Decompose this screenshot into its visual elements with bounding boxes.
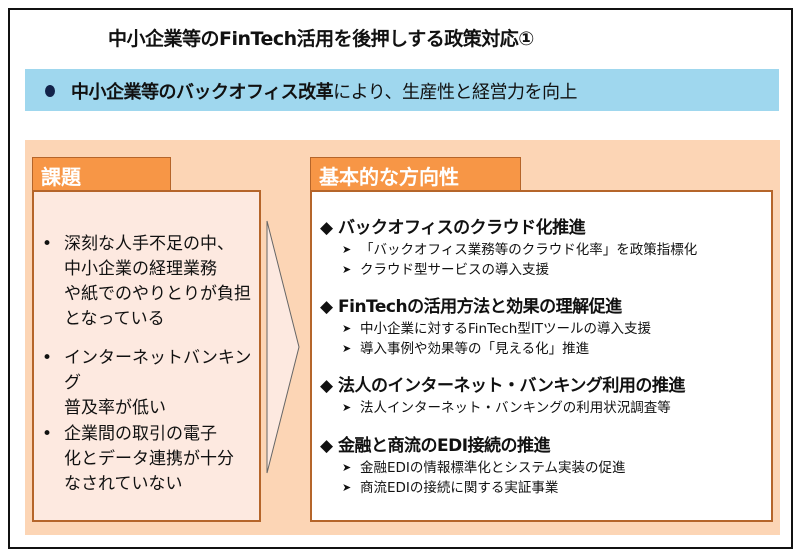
issue-line: や紙でのやりとりが負担	[64, 284, 251, 304]
direction-section: ◆ 金融と商流のEDI接続の推進 ➤金融EDIの情報標準化とシステム実装の促進 …	[320, 434, 626, 498]
section-heading: バックオフィスのクラウド化推進	[338, 218, 586, 238]
diamond-icon: ◆	[320, 376, 338, 396]
arrowhead-icon: ➤	[342, 401, 352, 414]
arrowhead-icon: ➤	[342, 322, 352, 335]
issue-line: 深刻な人手不足の中、	[64, 234, 234, 254]
issue-line: インターネットバンキング	[64, 348, 252, 393]
slide-frame	[8, 8, 793, 549]
bullet-icon: •	[42, 424, 53, 444]
issue-item: • インターネットバンキング 普及率が低い	[42, 346, 259, 421]
direction-body: ◆ バックオフィスのクラウド化推進 ➤ 「バックオフィス業務等のクラウド化率」を政…	[310, 190, 773, 522]
arrowhead-icon: ➤	[342, 481, 352, 494]
bullet-dot-icon	[45, 85, 55, 97]
direction-section: ◆ FinTechの活用方法と効果の理解促進 ➤ 中小企業に対するFinTech型…	[320, 295, 651, 359]
arrowhead-icon: ➤	[342, 263, 352, 276]
issue-line: となっている	[64, 309, 165, 329]
chevron-arrow-icon	[266, 220, 300, 474]
direction-header: 基本的な方向性	[310, 157, 521, 191]
summary-rest: により、生産性と経営力を向上	[333, 82, 578, 103]
summary-bold: 中小企業等のバックオフィス改革	[71, 82, 334, 103]
direction-section: ◆ 法人のインターネット・バンキング利用の推進 ➤ 法人インターネット・バンキング…	[320, 374, 685, 418]
diamond-icon: ◆	[320, 436, 338, 456]
section-sub: 「バックオフィス業務等のクラウド化率」を政策指標化	[360, 242, 698, 258]
bullet-icon: •	[42, 348, 53, 368]
arrowhead-icon: ➤	[342, 342, 352, 355]
section-sub: 法人インターネット・バンキングの利用状況調査等	[360, 400, 671, 416]
summary-text: 中小企業等のバックオフィス改革により、生産性と経営力を向上	[71, 78, 578, 104]
bullet-icon: •	[42, 234, 53, 254]
slide-title: 中小企業等のFinTech活用を後押しする政策対応①	[108, 28, 534, 50]
issue-item: • 企業間の取引の電子 化とデータ連携が十分 なされていない	[42, 422, 234, 497]
issues-body: • 深刻な人手不足の中、 中小企業の経理業務 や紙でのやりとりが負担 となってい…	[32, 190, 261, 522]
arrowhead-icon: ➤	[342, 461, 352, 474]
section-heading: 金融と商流のEDI接続の推進	[338, 436, 551, 456]
section-sub: クラウド型サービスの導入支援	[360, 262, 549, 278]
arrowhead-icon: ➤	[342, 243, 352, 256]
section-sub: 導入事例や効果等の「見える化」推進	[360, 341, 590, 357]
diamond-icon: ◆	[320, 297, 338, 317]
section-sub: 金融EDIの情報標準化とシステム実装の促進	[360, 460, 626, 476]
section-sub: 商流EDIの接続に関する実証事業	[360, 480, 559, 496]
issue-line: 普及率が低い	[64, 398, 166, 418]
issue-line: 企業間の取引の電子	[64, 424, 217, 444]
direction-section: ◆ バックオフィスのクラウド化推進 ➤ 「バックオフィス業務等のクラウド化率」を政…	[320, 216, 697, 280]
diamond-icon: ◆	[320, 218, 338, 238]
summary-band: 中小企業等のバックオフィス改革により、生産性と経営力を向上	[25, 69, 779, 111]
issue-item: • 深刻な人手不足の中、 中小企業の経理業務 や紙でのやりとりが負担 となってい…	[42, 232, 251, 332]
section-heading: FinTechの活用方法と効果の理解促進	[338, 297, 622, 317]
issues-header: 課題	[32, 157, 171, 191]
section-sub: 中小企業に対するFinTech型ITツールの導入支援	[360, 321, 652, 337]
section-heading: 法人のインターネット・バンキング利用の推進	[338, 376, 685, 396]
issue-line: なされていない	[64, 474, 183, 494]
issue-line: 中小企業の経理業務	[64, 259, 217, 279]
issue-line: 化とデータ連携が十分	[64, 449, 234, 469]
